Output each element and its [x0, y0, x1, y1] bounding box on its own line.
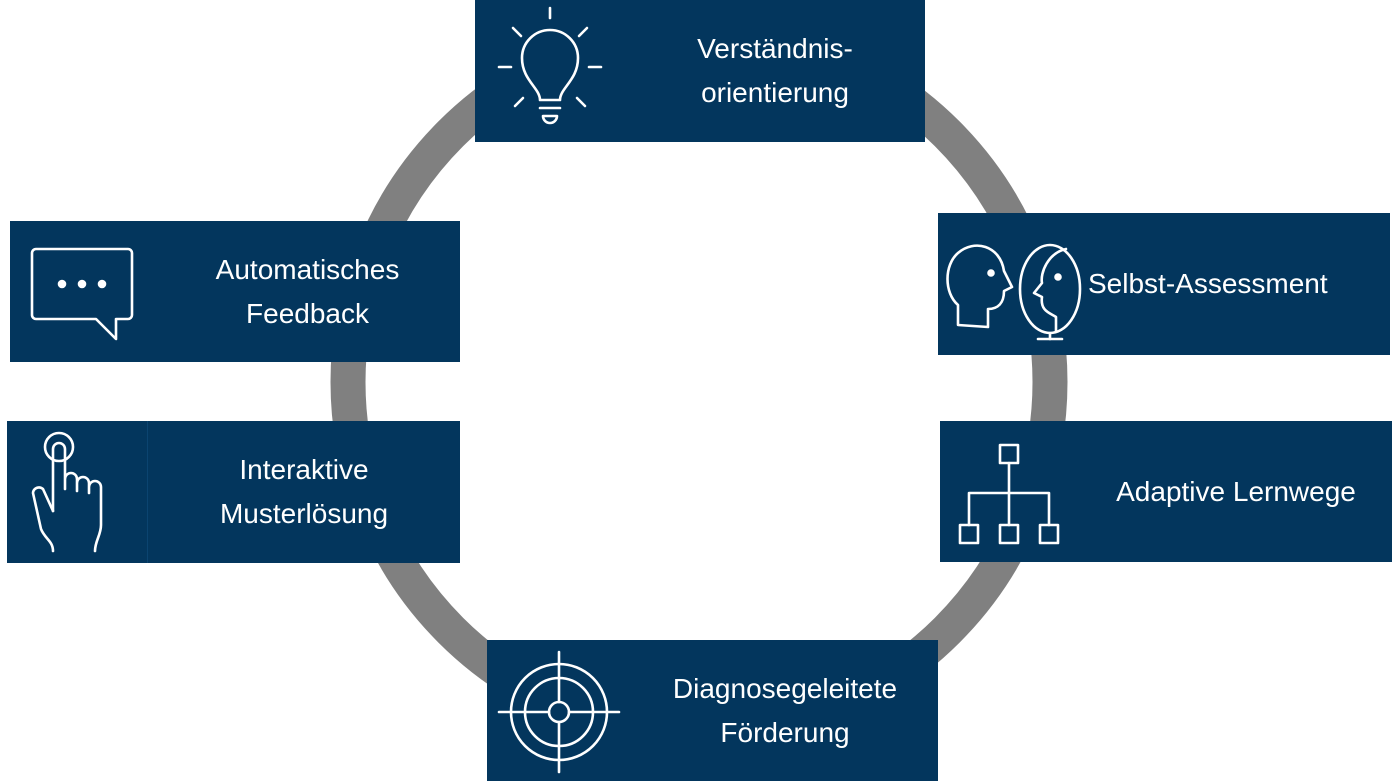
- pointing-hand-icon: [7, 421, 148, 563]
- head-mirror-icon: [938, 213, 1088, 355]
- node-adaptive-lernwege: Adaptive Lernwege: [940, 421, 1392, 562]
- lightbulb-icon: [475, 0, 625, 142]
- chat-bubble-icon: [10, 221, 155, 362]
- hierarchy-icon: [940, 421, 1080, 562]
- node-label: Selbst-Assessment: [1088, 268, 1328, 299]
- node-label: Adaptive Lernwege: [1116, 475, 1356, 507]
- node-selbst-assessment: Selbst-Assessment: [938, 213, 1390, 355]
- node-label: Verständnis-orientierung: [697, 33, 853, 108]
- target-icon: [487, 640, 632, 781]
- node-verstaendnisorientierung: Verständnis-orientierung: [475, 0, 925, 142]
